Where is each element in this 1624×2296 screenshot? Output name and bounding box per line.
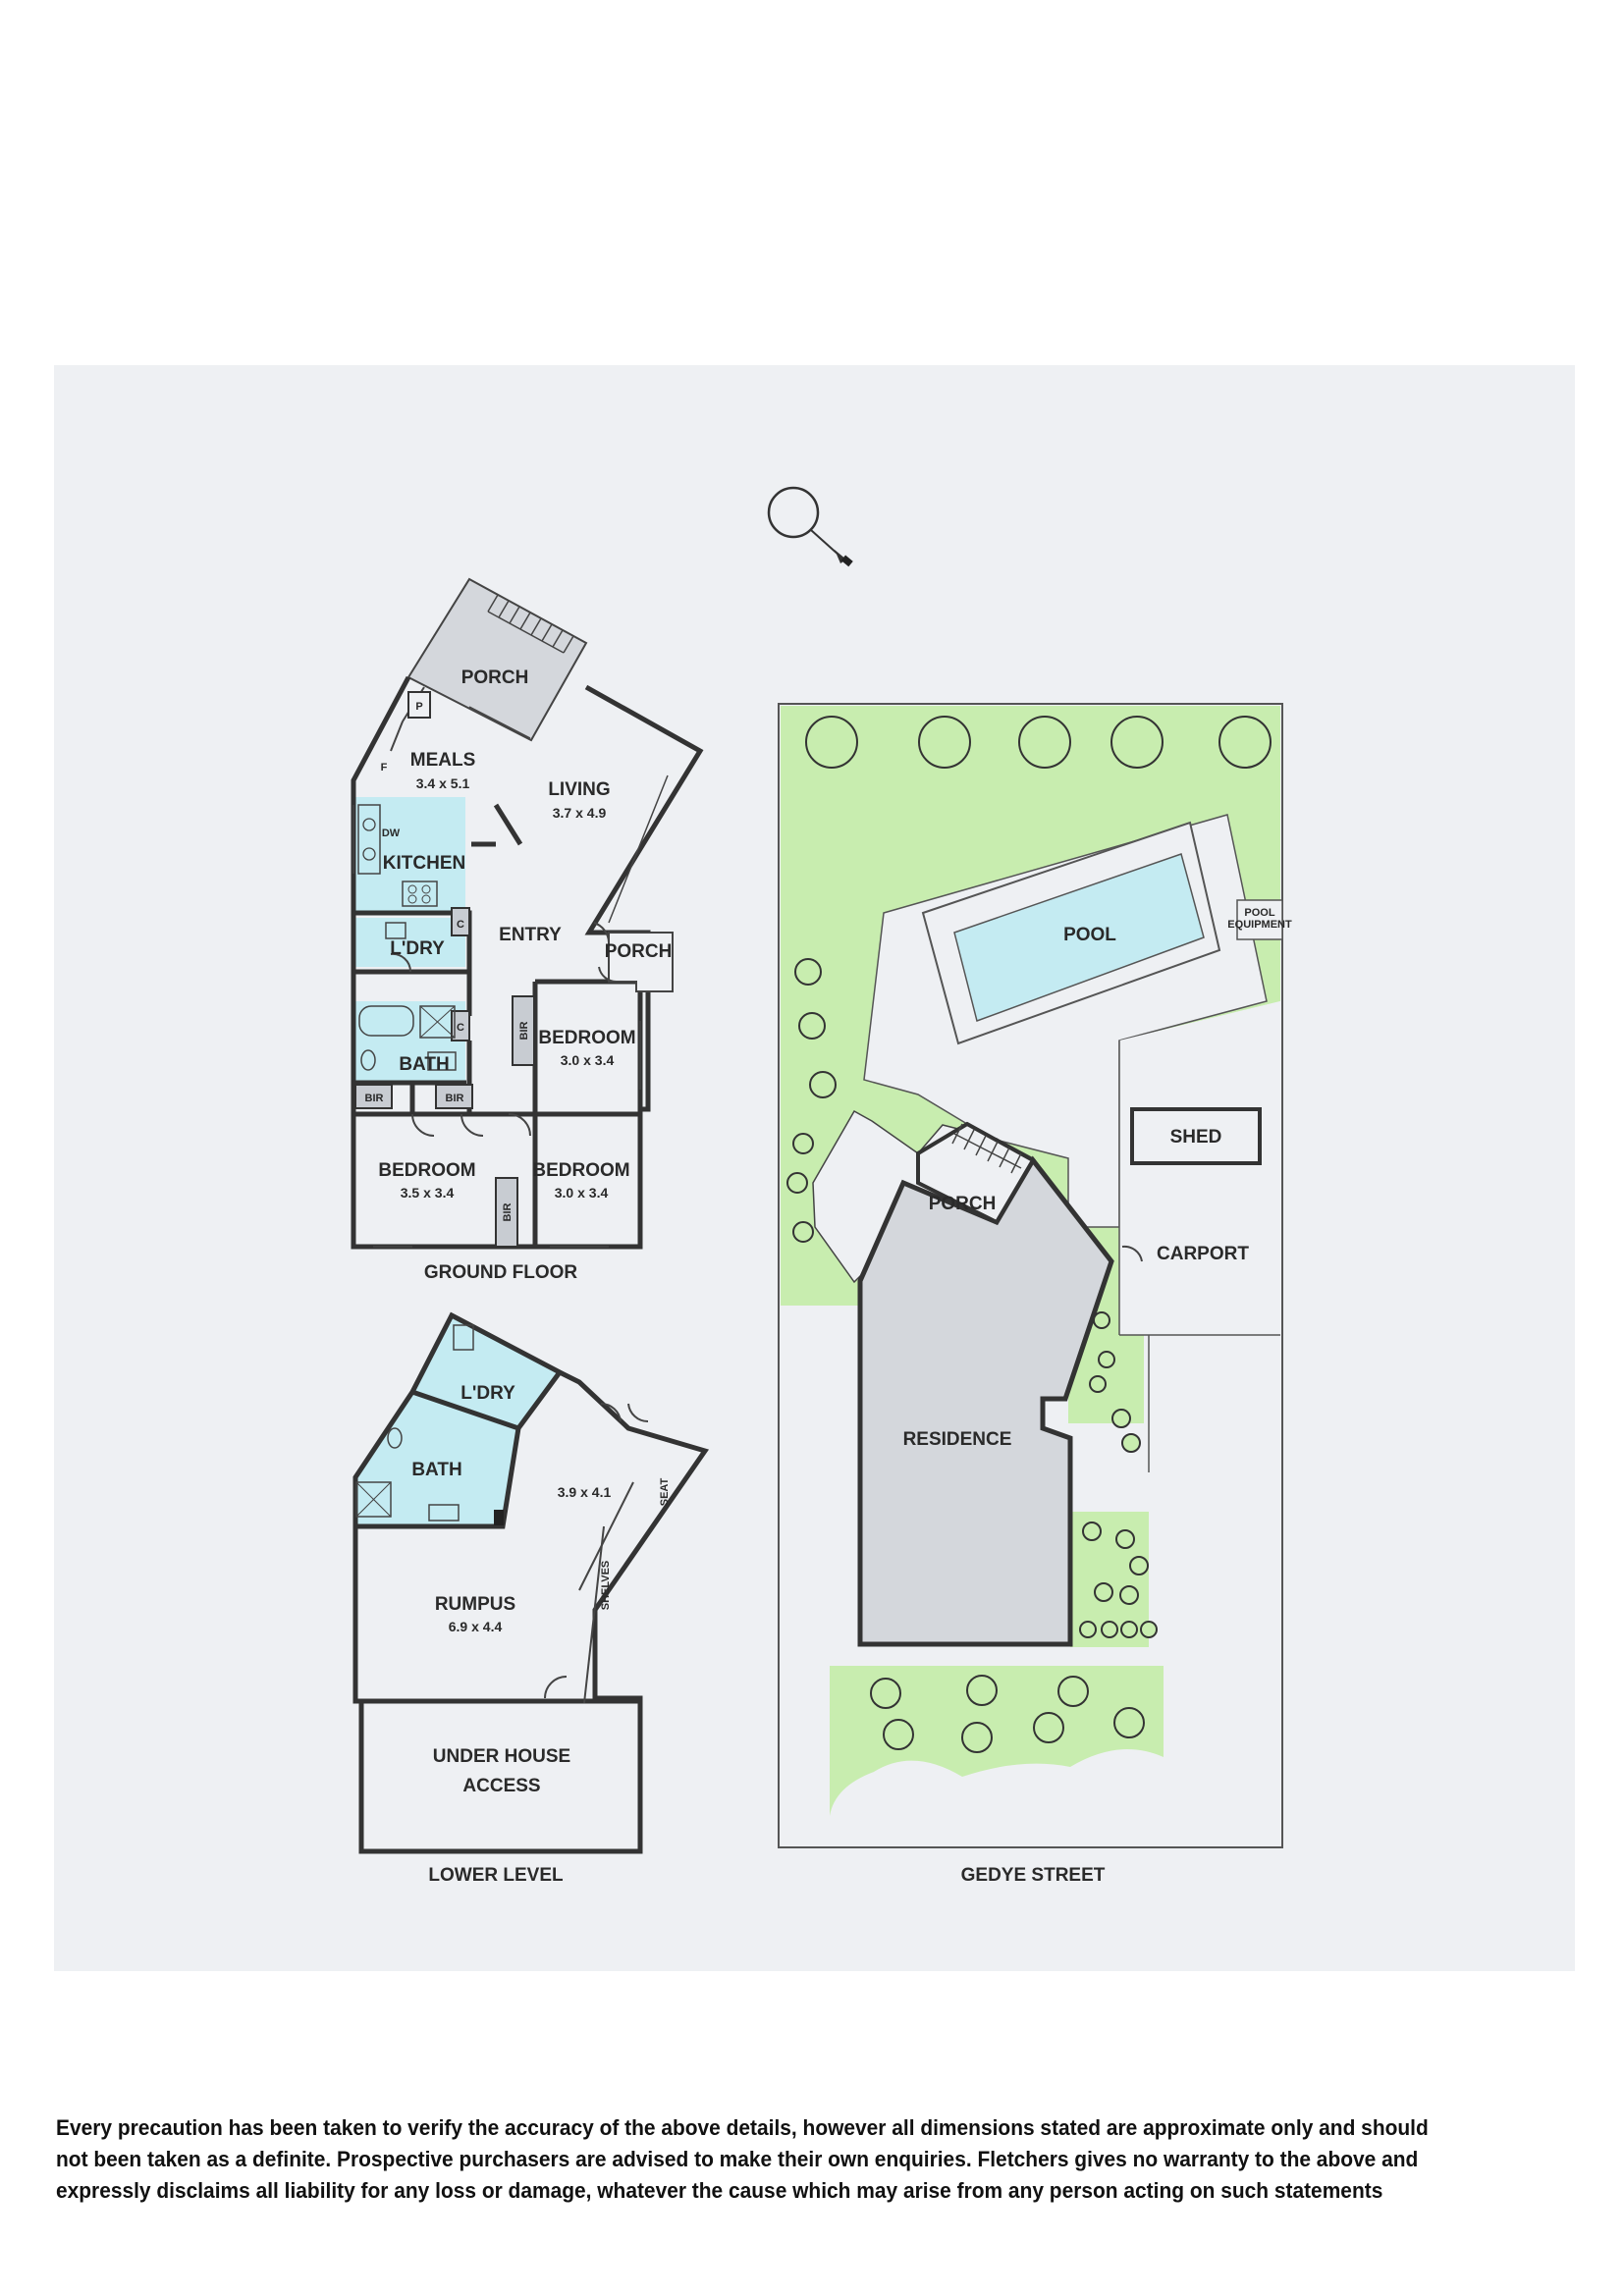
label-laundry: L'DRY xyxy=(390,938,445,959)
dim-bedroom-2: 3.5 x 3.4 xyxy=(401,1185,455,1201)
label-bedroom-3: BEDROOM xyxy=(532,1160,629,1181)
label-pool-equipment-1: POOL xyxy=(1244,907,1274,919)
disclaimer-line-3: expressly disclaims all liability for an… xyxy=(56,2178,1383,2203)
label-bir-2: BIR xyxy=(502,1202,514,1221)
label-lower-laundry: L'DRY xyxy=(460,1383,515,1404)
label-porch-side: PORCH xyxy=(605,941,673,962)
lower-level-outer-walls xyxy=(352,1311,710,1854)
label-kitchen: KITCHEN xyxy=(383,853,465,874)
dim-rumpus: 6.9 x 4.4 xyxy=(449,1619,503,1634)
label-under-house-2: ACCESS xyxy=(462,1776,540,1796)
north-compass-icon xyxy=(767,486,853,567)
label-site-porch: PORCH xyxy=(929,1194,997,1214)
label-bedroom-1: BEDROOM xyxy=(538,1028,635,1048)
label-bedroom-2: BEDROOM xyxy=(378,1160,475,1181)
label-cupboard-1: C xyxy=(457,919,464,931)
label-pantry: P xyxy=(415,701,422,713)
dim-bedroom-3: 3.0 x 3.4 xyxy=(555,1185,609,1201)
lower-level-title: LOWER LEVEL xyxy=(428,1865,564,1886)
site-plan-street-title: GEDYE STREET xyxy=(961,1865,1106,1886)
dim-living: 3.7 x 4.9 xyxy=(553,805,607,821)
bath-wet-area xyxy=(355,1001,465,1085)
site-plan: POOL POOL EQUIPMENT SHED CARPORT PORCH R… xyxy=(778,703,1292,1886)
label-bir-4: BIR xyxy=(446,1093,464,1104)
label-meals: MEALS xyxy=(410,750,476,771)
disclaimer-line-1: Every precaution has been taken to verif… xyxy=(56,2115,1429,2140)
porch-fill xyxy=(408,579,586,740)
label-bir-3: BIR xyxy=(365,1093,384,1104)
label-under-house-1: UNDER HOUSE xyxy=(433,1746,570,1767)
label-shed: SHED xyxy=(1170,1127,1222,1148)
tree-icons xyxy=(786,716,1272,1753)
label-porch-top: PORCH xyxy=(461,667,529,688)
label-shelves: SHELVES xyxy=(600,1561,612,1611)
ground-floor-title: GROUND FLOOR xyxy=(424,1262,577,1283)
laundry-wet-area xyxy=(355,918,465,967)
label-living: LIVING xyxy=(548,779,610,800)
label-bath: BATH xyxy=(399,1054,449,1075)
dim-bedroom-1: 3.0 x 3.4 xyxy=(561,1052,615,1068)
label-entry: ENTRY xyxy=(499,925,562,945)
porch-stairs xyxy=(487,594,574,654)
label-pool-equipment-2: EQUIPMENT xyxy=(1227,919,1292,931)
label-rumpus: RUMPUS xyxy=(435,1594,515,1615)
dim-lower-room: 3.9 x 4.1 xyxy=(558,1484,612,1500)
label-bir-1: BIR xyxy=(518,1021,530,1040)
label-fridge: F xyxy=(381,762,388,774)
ground-floor-outer-walls xyxy=(351,675,704,1250)
dim-meals: 3.4 x 5.1 xyxy=(416,775,470,791)
label-residence: RESIDENCE xyxy=(903,1429,1012,1450)
label-dishwasher: DW xyxy=(382,828,401,839)
label-pool: POOL xyxy=(1063,925,1116,945)
label-lower-bath: BATH xyxy=(411,1460,461,1480)
ground-floor-plan: PORCH MEALS 3.4 x 5.1 LIVING 3.7 x 4.9 K… xyxy=(351,577,704,1283)
label-carport: CARPORT xyxy=(1157,1244,1249,1264)
lower-level-plan: L'DRY BATH 3.9 x 4.1 SEAT SHELVES RUMPUS… xyxy=(352,1311,710,1886)
disclaimer-line-2: not been taken as a definite. Prospectiv… xyxy=(56,2147,1419,2171)
label-seat: SEAT xyxy=(659,1477,671,1506)
label-cupboard-2: C xyxy=(457,1022,464,1034)
disclaimer: Every precaution has been taken to verif… xyxy=(56,2112,1481,2207)
